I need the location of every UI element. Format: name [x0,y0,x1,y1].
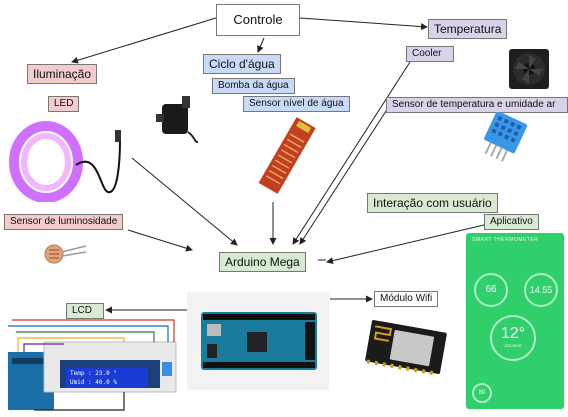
arduino-mega-image [187,292,329,390]
cooler-fan-image [509,49,549,89]
app-header: SMART THERMOMETER [472,237,539,243]
node-arduino-mega: Arduino Mega [219,252,306,272]
lcd-display: Temp : 23.0 ° Umid : 40.0 % [66,368,148,388]
app-bottom-value: 80 [478,390,486,396]
ldr-sensor-image [44,244,87,264]
node-aplicativo: Aplicativo [484,214,539,230]
wifi-module-image [365,320,447,376]
node-sensor-temp: Sensor de temperatura e umidade ar [386,97,568,113]
node-lcd: LCD [66,303,104,319]
arrow-controle-temperatura [299,17,428,31]
app-center-value: 12° [500,325,526,342]
water-level-sensor-image [258,117,316,194]
node-sensor-luminosidade: Sensor de luminosidade [4,214,124,230]
arrow-controle-ciclo [257,37,265,53]
node-led: LED [48,96,80,112]
dht-sensor-image [484,112,528,162]
node-bomba: Bomba da água [212,78,295,94]
app-center-gauge: 12° CELSIUS [490,315,536,361]
water-pump-image [156,96,198,143]
node-sensor-nivel: Sensor nível de água [243,96,350,112]
arrow-aplicativo-arduino [326,223,489,265]
arrow-led-arduino [131,157,238,246]
lcd-circuit-image [8,319,177,411]
node-cooler: Cooler [406,46,454,62]
node-modulo-wifi: Módulo Wifi [374,291,439,307]
app-screen: SMART THERMOMETER 66 14.55 12° CELSIUS 8… [466,233,564,409]
arrow-sensor-temp-arduino [299,107,389,245]
node-temperatura: Temperatura [428,19,508,39]
app-right-value: 14.55 [529,285,553,295]
app-bottom-gauge: 80 [472,383,492,403]
app-right-gauge: 14.55 [524,273,558,307]
lcd-line-1: Temp : 23.0 ° [70,370,117,377]
node-iluminacao: Iluminação [27,64,98,84]
arrow-cooler-arduino [292,61,411,245]
app-left-gauge: 66 [474,273,508,307]
led-strip-image [9,121,121,202]
arrow-controle-iluminacao [71,17,217,64]
lcd-line-2: Umid : 40.0 % [70,379,117,386]
app-center-unit: CELSIUS [504,343,522,348]
node-ciclo-agua: Ciclo d'água [203,54,281,74]
node-controle: Controle [216,4,300,36]
node-interacao: Interação com usuário [367,193,498,213]
app-left-value: 66 [485,284,497,295]
arrow-luminosidade-arduino [127,229,193,252]
